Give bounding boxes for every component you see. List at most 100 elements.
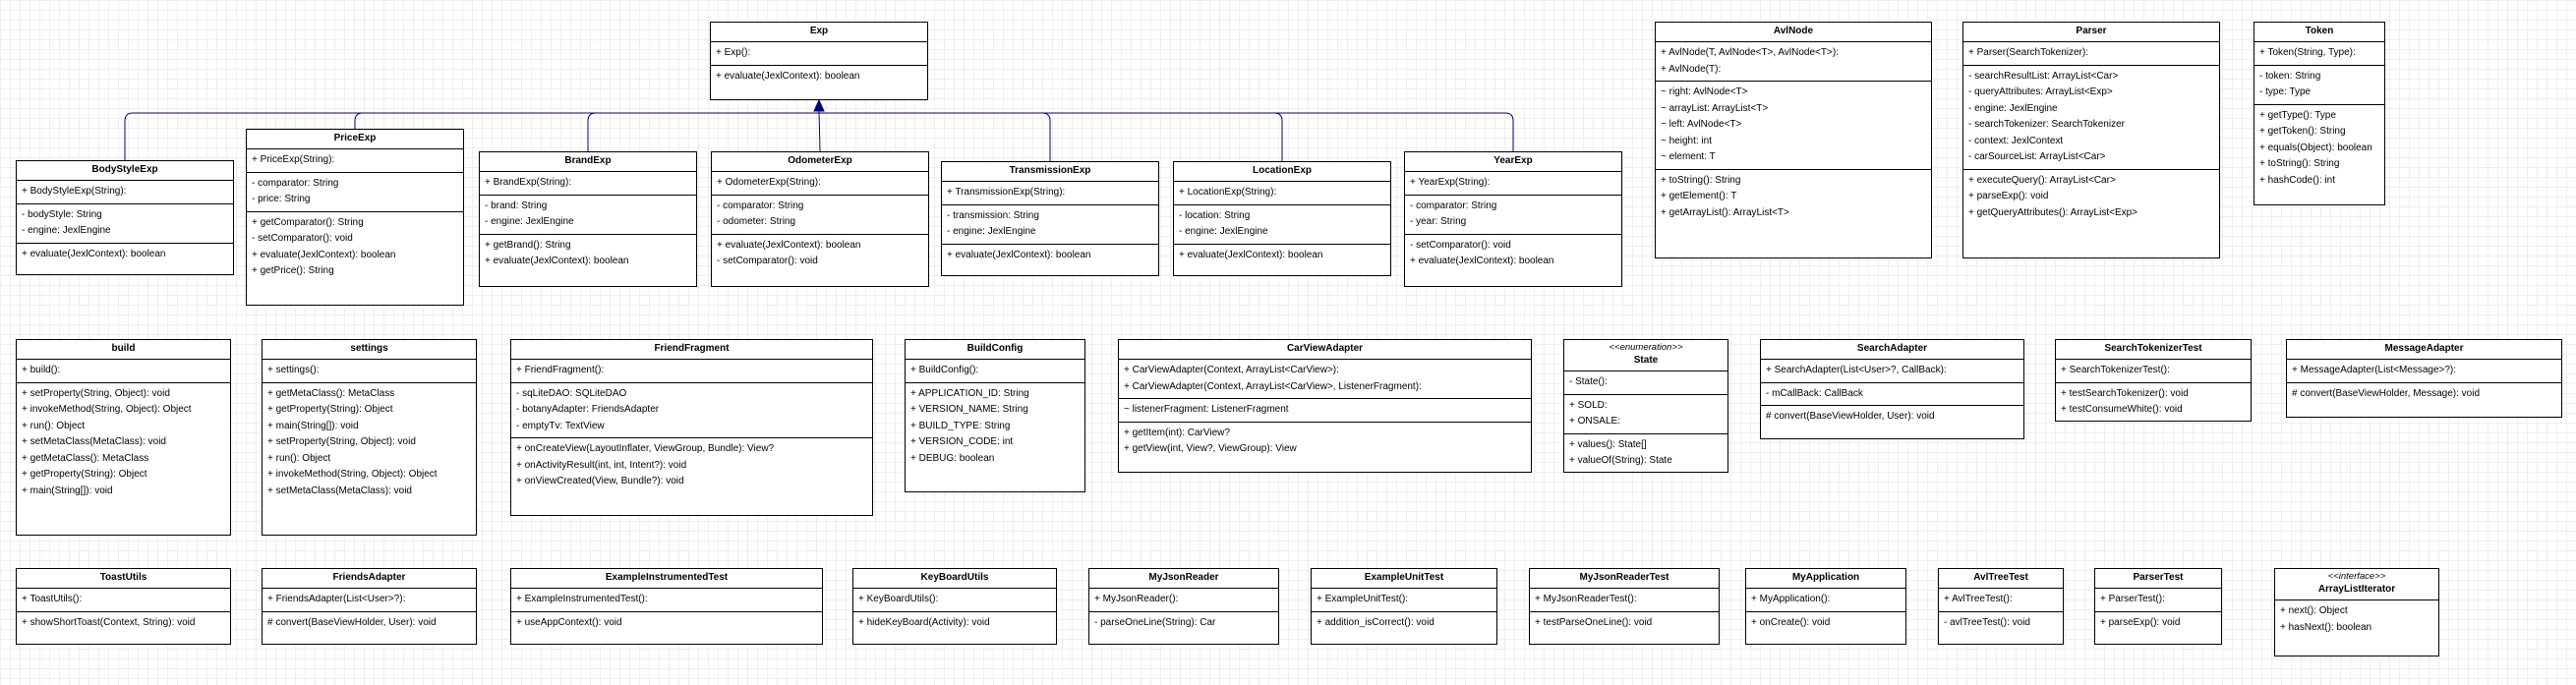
- class-friendsadapter[interactable]: FriendsAdapter+ FriendsAdapter(List<User…: [262, 568, 477, 645]
- class-carviewadapter[interactable]: CarViewAdapter+ CarViewAdapter(Context, …: [1118, 339, 1532, 473]
- class-member: + getQueryAttributes(): ArrayList<Exp>: [1968, 206, 2138, 218]
- class-stereotype: <<interface>>: [2327, 571, 2386, 582]
- class-stereotype: <<enumeration>>: [1609, 342, 1683, 353]
- class-name: OdometerExp: [788, 155, 852, 166]
- generalization-edge: [587, 110, 820, 151]
- class-friendfragment[interactable]: FriendFragment+ FriendFragment():- sqLit…: [510, 339, 873, 516]
- class-member: + getProperty(String): Object: [267, 404, 393, 415]
- class-member: - carSourceList: ArrayList<Car>: [1968, 151, 2106, 162]
- generalization-edge: [818, 110, 1514, 151]
- class-parsertest[interactable]: ParserTest+ ParserTest():+ parseExp(): v…: [2094, 568, 2222, 645]
- class-section: + getMetaClass(): MetaClass+ getProperty…: [263, 383, 476, 503]
- class-searchadapter[interactable]: SearchAdapter+ SearchAdapter(List<User>?…: [1760, 339, 2024, 439]
- class-yearexp[interactable]: YearExp+ YearExp(String):- comparator: S…: [1404, 151, 1622, 287]
- class-section: + addition_isCorrect(): void: [1312, 612, 1496, 635]
- class-member: + MyJsonReaderTest():: [1535, 594, 1637, 604]
- class-bodystyleexp[interactable]: BodyStyleExp+ BodyStyleExp(String):- bod…: [16, 160, 234, 275]
- class-section: - setComparator(): void+ evaluate(JexlCo…: [1405, 235, 1621, 273]
- class-member: + run(): Object: [22, 420, 86, 431]
- class-locationexp[interactable]: LocationExp+ LocationExp(String):- locat…: [1173, 161, 1391, 276]
- class-member: + AvlNode(T, AvlNode<T>, AvlNode<T>):: [1661, 47, 1839, 58]
- class-section: + FriendFragment():: [511, 360, 872, 383]
- class-section: + evaluate(JexlContext): boolean: [1174, 245, 1390, 267]
- class-member: + build():: [22, 365, 61, 375]
- class-name: BodyStyleExp: [91, 164, 158, 175]
- class-member: + ONSALE:: [1569, 416, 1620, 427]
- class-name: PriceExp: [333, 133, 377, 143]
- class-header: OdometerExp: [712, 152, 928, 172]
- class-header: <<enumeration>>State: [1564, 340, 1727, 371]
- class-section: + Parser(SearchTokenizer):: [1963, 42, 2219, 66]
- class-build[interactable]: build+ build():+ setProperty(String, Obj…: [16, 339, 231, 536]
- class-member: + onActivityResult(int, int, Intent?): v…: [516, 459, 687, 471]
- class-myjsonreader[interactable]: MyJsonReader+ MyJsonReader():- parseOneL…: [1088, 568, 1279, 645]
- class-section: - comparator: String- year: String: [1405, 196, 1621, 235]
- class-toastutils[interactable]: ToastUtils+ ToastUtils():+ showShortToas…: [16, 568, 231, 645]
- class-state[interactable]: <<enumeration>>State- State():+ SOLD:+ O…: [1563, 339, 1728, 473]
- class-token[interactable]: Token+ Token(String, Type):- token: Stri…: [2254, 22, 2385, 205]
- class-myapplication[interactable]: MyApplication+ MyApplication():+ onCreat…: [1745, 568, 1906, 645]
- class-member: + getComparator(): String: [252, 216, 364, 228]
- class-header: KeyBoardUtils: [853, 569, 1056, 589]
- class-section: + LocationExp(String):: [1174, 182, 1390, 205]
- class-member: - price: String: [252, 194, 311, 204]
- class-name: ExampleInstrumentedTest: [605, 572, 729, 583]
- class-exp[interactable]: Exp+ Exp():+ evaluate(JexlContext): bool…: [710, 22, 928, 100]
- class-member: + evaluate(JexlContext): boolean: [22, 248, 166, 259]
- class-member: + getArrayList(): ArrayList<T>: [1661, 206, 1789, 218]
- class-name: BrandExp: [564, 155, 612, 166]
- class-member: - parseOneLine(String): Car: [1094, 616, 1216, 628]
- class-brandexp[interactable]: BrandExp+ BrandExp(String):- brand: Stri…: [479, 151, 697, 287]
- class-searchtokenizertest[interactable]: SearchTokenizerTest+ SearchTokenizerTest…: [2055, 339, 2252, 422]
- class-member: + evaluate(JexlContext): boolean: [1410, 256, 1554, 266]
- class-member: - queryAttributes: ArrayList<Exp>: [1968, 86, 2113, 97]
- class-header: ExampleUnitTest: [1312, 569, 1496, 589]
- class-member: + Exp():: [716, 47, 751, 58]
- class-member: + MyApplication():: [1751, 594, 1831, 604]
- class-section: - token: String- type: Type: [2254, 66, 2384, 105]
- class-priceexp[interactable]: PriceExp+ PriceExp(String):- comparator:…: [246, 129, 464, 306]
- class-header: MyJsonReader: [1089, 569, 1278, 589]
- class-section: + showShortToast(Context, String): void: [17, 612, 230, 635]
- class-buildconfig[interactable]: BuildConfig+ BuildConfig():+ APPLICATION…: [905, 339, 1085, 492]
- class-member: + BUILD_TYPE: String: [910, 420, 1011, 431]
- class-section: + SOLD:+ ONSALE:: [1564, 395, 1727, 434]
- class-member: + hasNext(): boolean: [2280, 621, 2372, 633]
- class-member: + hashCode(): int: [2259, 174, 2335, 186]
- class-name: MyApplication: [1791, 572, 1860, 583]
- class-member: + evaluate(JexlContext): boolean: [947, 249, 1091, 260]
- class-keyboardutils[interactable]: KeyBoardUtils+ KeyBoardUtils():+ hideKey…: [852, 568, 1057, 645]
- class-section: + hideKeyBoard(Activity): void: [853, 612, 1056, 635]
- class-avlnode[interactable]: AvlNode + AvlNode(T, AvlNode<T>, AvlNode<…: [1655, 22, 1932, 258]
- class-parser[interactable]: Parser+ Parser(SearchTokenizer):- search…: [1962, 22, 2220, 258]
- class-avltreetest[interactable]: AvlTreeTest+ AvlTreeTest():- avlTreeTest…: [1938, 568, 2064, 645]
- class-member: - setComparator(): void: [717, 256, 818, 266]
- class-member: + ExampleUnitTest():: [1317, 594, 1409, 604]
- class-section: # convert(BaseViewHolder, User): void: [1761, 406, 2023, 428]
- class-section: + evaluate(JexlContext): boolean- setCom…: [712, 235, 928, 273]
- class-name: FriendsAdapter: [332, 572, 406, 583]
- class-settings[interactable]: settings+ settings():+ getMetaClass(): M…: [262, 339, 477, 536]
- class-member: - location: String: [1179, 209, 1251, 221]
- class-header: AvlNode: [1656, 23, 1931, 42]
- class-myjsonreadertest[interactable]: MyJsonReaderTest+ MyJsonReaderTest():+ t…: [1529, 568, 1720, 645]
- class-arraylistiterator[interactable]: <<interface>>ArrayListIterator+ next(): …: [2274, 568, 2439, 656]
- class-section: ~ right: AvlNode<T>~ arrayList: ArrayLis…: [1656, 82, 1931, 170]
- class-header: BrandExp: [480, 152, 696, 172]
- class-member: + BuildConfig():: [910, 365, 979, 375]
- class-exampleinstrumentedtest[interactable]: ExampleInstrumentedTest+ ExampleInstrume…: [510, 568, 823, 645]
- class-messageadapter[interactable]: MessageAdapter+ MessageAdapter(List<Mess…: [2286, 339, 2562, 418]
- class-section: # convert(BaseViewHolder, User): void: [263, 612, 476, 635]
- class-member: + run(): Object: [267, 452, 331, 464]
- class-exampleunittest[interactable]: ExampleUnitTest + ExampleUnitTest(): + add…: [1311, 568, 1497, 645]
- class-member: + toString(): String: [2259, 158, 2340, 169]
- class-section: + BuildConfig():: [906, 360, 1084, 383]
- class-member: + SearchTokenizerTest():: [2061, 365, 2170, 375]
- class-name: BuildConfig: [966, 343, 1024, 354]
- class-member: - sqLiteDAO: SQLiteDAO: [516, 387, 627, 399]
- class-member: - avlTreeTest(): void: [1944, 616, 2030, 628]
- class-odometerexp[interactable]: OdometerExp+ OdometerExp(String):- compa…: [711, 151, 929, 287]
- class-member: + setMetaClass(MetaClass): void: [267, 485, 412, 496]
- class-transmissionexp[interactable]: TransmissionExp+ TransmissionExp(String)…: [941, 161, 1159, 276]
- class-section: + ToastUtils():: [17, 589, 230, 612]
